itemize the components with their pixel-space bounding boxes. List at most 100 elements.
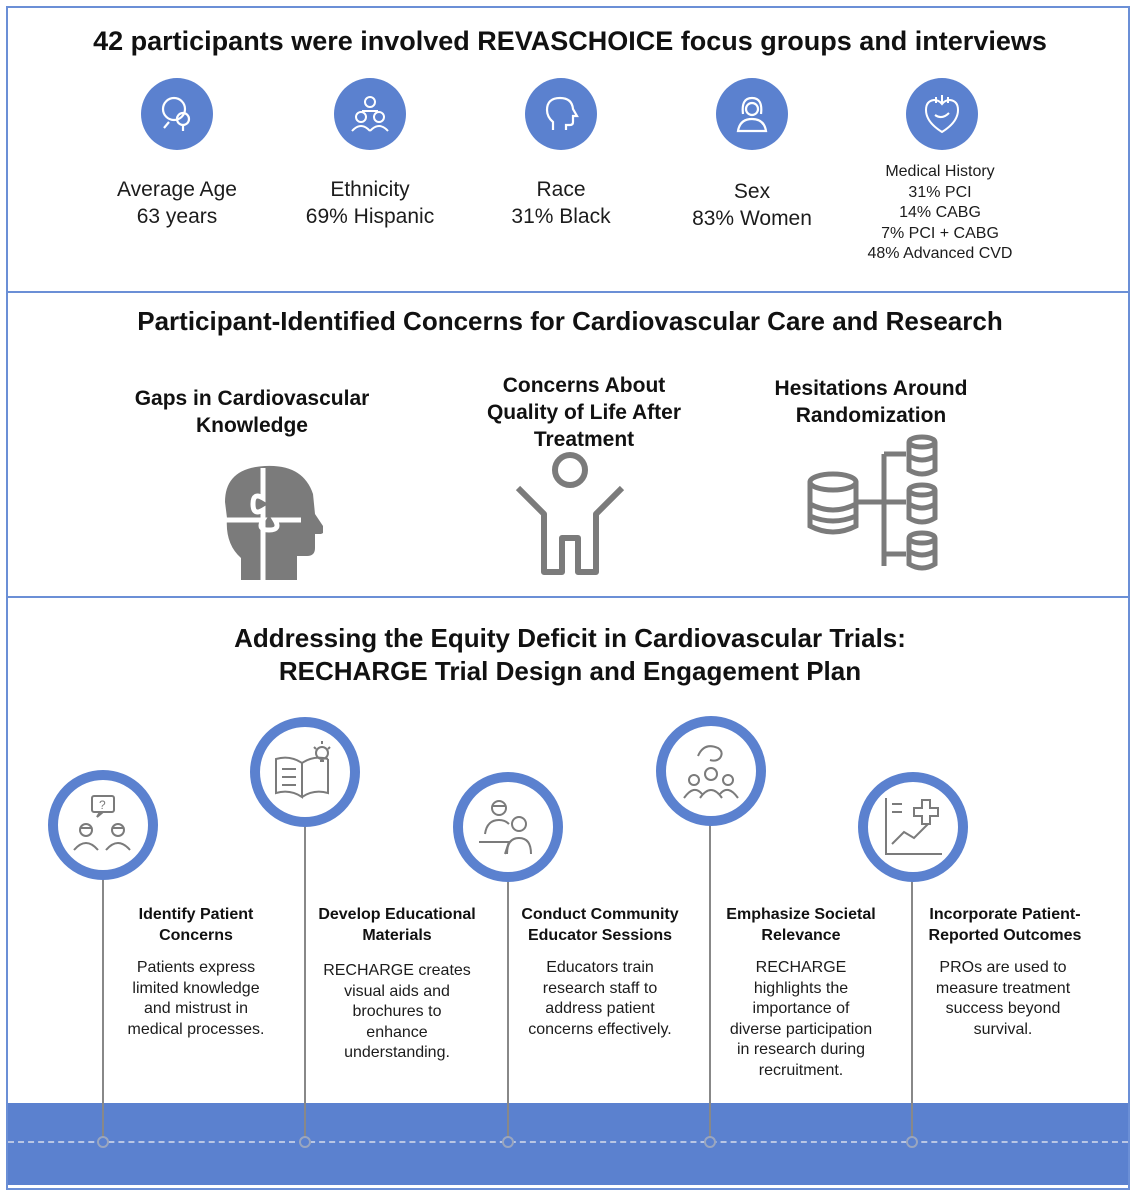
step-text-line: recruitment. — [758, 1061, 844, 1079]
step-text-line: measure treatment — [935, 979, 1071, 997]
step-text-line: concerns effectively. — [528, 1020, 672, 1038]
step-text-line: importance of — [752, 1000, 850, 1017]
step-text-line: Educators train — [546, 959, 654, 976]
step-text-develop: RECHARGE creates visual aids and brochur… — [302, 961, 492, 1064]
step-title-incorporate: Incorporate Patient- Reported Outcomes — [910, 905, 1100, 946]
step-title-emphasize: Emphasize Societal Relevance — [706, 905, 896, 946]
timeline-stem — [507, 880, 509, 1140]
step-title-line: Incorporate Patient- — [929, 906, 1081, 923]
step-text-line: limited knowledge — [132, 979, 260, 997]
step-text-line: enhance — [366, 1023, 428, 1041]
stat-sex: Sex 83% Women — [652, 78, 852, 232]
step-text-line: PROs are used to — [939, 959, 1067, 976]
timeline-stem — [709, 824, 711, 1140]
section-divider — [6, 596, 1130, 598]
step-text-line: survival. — [973, 1020, 1033, 1038]
person-arms-up-icon — [515, 452, 625, 575]
step-title-line: Educator Sessions — [527, 926, 673, 944]
stat-value: 69% Hispanic — [305, 205, 435, 228]
step-title-conduct: Conduct Community Educator Sessions — [505, 905, 695, 946]
timeline-band — [8, 1103, 1128, 1185]
timeline-stem — [304, 825, 306, 1140]
magnifier-person-icon — [141, 78, 213, 150]
step-text-line: visual aids and — [344, 982, 450, 1000]
timeline-stem — [911, 880, 913, 1140]
stat-label: Ethnicity — [330, 178, 410, 201]
timeline-node — [906, 1136, 918, 1148]
concern-label-line: Concerns About — [502, 374, 666, 397]
svg-text:?: ? — [99, 798, 106, 812]
concerns-title: Participant-Identified Concerns for Card… — [137, 306, 1003, 336]
chart-plus-icon — [885, 798, 942, 855]
step-text-line: diverse participation — [729, 1020, 873, 1038]
step-text-line: medical processes. — [127, 1020, 265, 1038]
step-title-line: Concerns — [159, 926, 233, 944]
community-icon — [683, 745, 739, 799]
concern-label-line: Randomization — [795, 404, 947, 427]
stat-value: 31% Black — [511, 205, 611, 228]
step-text-line: and mistrust in — [143, 1000, 249, 1017]
question-people-icon: ? — [73, 795, 131, 851]
step-title-line: Conduct Community — [521, 906, 679, 923]
participants-title: 42 participants were involved REVASCHOIC… — [93, 26, 1047, 56]
step-text-identify: Patients express limited knowledge and m… — [101, 958, 291, 1040]
step-text-incorporate: PROs are used to measure treatment succe… — [908, 958, 1098, 1040]
puzzle-head-icon — [219, 465, 323, 580]
medical-history-line: 31% PCI — [908, 183, 972, 201]
step-title-line: Emphasize Societal — [726, 906, 876, 923]
step-title-line: Reported Outcomes — [928, 926, 1082, 944]
step-title-line: Develop Educational — [318, 906, 476, 923]
medical-history-line: 14% CABG — [899, 204, 981, 221]
medical-history: Medical History 31% PCI 14% CABG 7% PCI … — [840, 162, 1040, 265]
concern-label-line: Quality of Life After — [486, 401, 682, 424]
step-ring — [858, 772, 968, 882]
timeline-node — [299, 1136, 311, 1148]
concern-label-line: Hesitations Around — [774, 377, 968, 400]
concern-randomization: Hesitations Around Randomization — [741, 375, 1001, 429]
step-text-line: highlights the — [753, 979, 849, 997]
step-title-develop: Develop Educational Materials — [302, 905, 492, 946]
step-text-line: research staff to — [542, 979, 658, 997]
book-lightbulb-icon — [275, 741, 331, 799]
woman-icon — [716, 78, 788, 150]
concern-label-line: Treatment — [533, 428, 635, 451]
equity-title-line: RECHARGE Trial Design and Engagement Pla… — [278, 656, 862, 686]
stat-value: 83% Women — [692, 207, 812, 230]
step-ring: ? — [48, 770, 158, 880]
step-text-line: understanding. — [344, 1044, 450, 1061]
medical-history-title: Medical History — [885, 163, 995, 180]
stat-label: Average Age — [117, 178, 237, 201]
step-text-line: RECHARGE creates — [323, 962, 471, 979]
step-title-identify: Identify Patient Concerns — [101, 905, 291, 946]
stat-label: Sex — [733, 180, 771, 203]
stat-medical-history-icon-wrap — [842, 78, 1042, 150]
step-text-line: in research during — [736, 1041, 866, 1058]
step-text-line: Patients express — [136, 959, 256, 976]
medical-history-line: 7% PCI + CABG — [881, 224, 999, 242]
database-tree-icon — [807, 434, 938, 571]
infographic-frame — [6, 6, 1130, 1190]
timeline-stem — [102, 878, 104, 1140]
group-icon — [334, 78, 406, 150]
step-title-line: Relevance — [761, 926, 841, 944]
heart-icon — [906, 78, 978, 150]
concern-knowledge: Gaps in Cardiovascular Knowledge — [122, 385, 382, 439]
medical-history-line: 48% Advanced CVD — [867, 245, 1013, 262]
stat-ethnicity: Ethnicity 69% Hispanic — [270, 78, 470, 230]
step-text-line: success beyond — [945, 1000, 1061, 1017]
teacher-icon — [479, 800, 532, 855]
timeline-node — [97, 1136, 109, 1148]
equity-title-line: Addressing the Equity Deficit in Cardiov… — [234, 623, 906, 653]
stat-value: 63 years — [136, 205, 218, 228]
concern-label-line: Knowledge — [195, 414, 308, 437]
stat-label: Race — [536, 178, 586, 201]
equity-title: Addressing the Equity Deficit in Cardiov… — [0, 622, 1140, 688]
step-text-line: address patient — [545, 1000, 655, 1017]
concern-quality-of-life: Concerns About Quality of Life After Tre… — [454, 372, 714, 453]
step-text-emphasize: RECHARGE highlights the importance of di… — [706, 958, 896, 1081]
step-title-line: Identify Patient — [138, 906, 254, 923]
section-divider — [6, 291, 1130, 293]
step-ring — [250, 717, 360, 827]
step-ring — [453, 772, 563, 882]
timeline-dashed-line — [8, 1141, 1128, 1143]
